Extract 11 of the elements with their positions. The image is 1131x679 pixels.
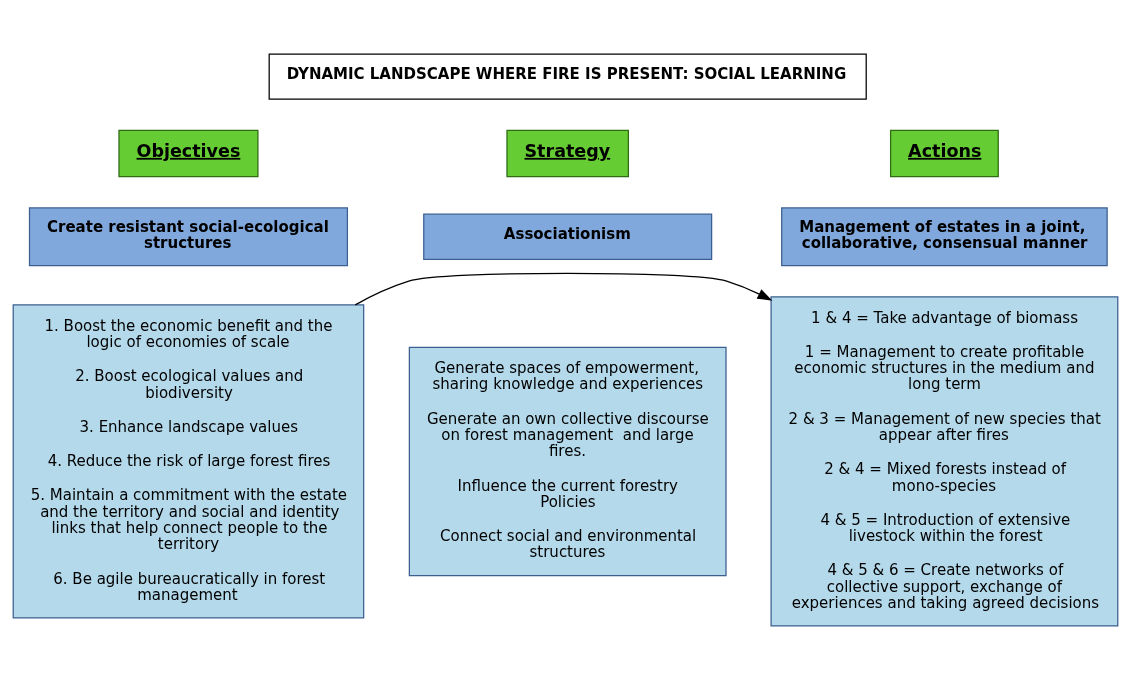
node-box: Management of estates in a joint, collaborative, consensual manner [781, 206, 1108, 266]
node-box: Actions [890, 129, 999, 177]
node-box: 1 & 4 = Take advantage of biomass 1 = Management to create profitable economic structures in the medium and long term 2 & 3 = Management of new species that appear after fires 2 & 4 = Mixed forests instead of mono-species 4 & 5 = Introduction of extensive livestock within the forest 4 & 5 & 6 = Create networks of collective support, exchange of experiences and taking agreed decisions [770, 295, 1119, 627]
node-box: Associationism [423, 213, 713, 260]
node-box: Objectives [118, 129, 259, 177]
node-box: Generate spaces of empowerment, sharing knowledge and experiences Generate an own collective discourse on forest management and large fires. Influence the current forestry Policies Connect social and environmental structures [408, 346, 727, 576]
node-box: Create resistant social-ecological structures [28, 206, 349, 266]
node-box: 1. Boost the economic benefit and the logic of economies of scale 2. Boost ecological values and biodiversity 3. Enhance landscape values 4. Reduce the risk of large forest fires 5. Maintain a commitment with the estate and the territory and social and identity links that help connect people to the territory 6. Be agile bureaucratically in forest management [12, 303, 365, 618]
node-box: Strategy [506, 129, 629, 177]
node-box: DYNAMIC LANDSCAPE WHERE FIRE IS PRESENT: SOCIAL LEARNING [268, 52, 867, 100]
arrow [354, 272, 773, 305]
